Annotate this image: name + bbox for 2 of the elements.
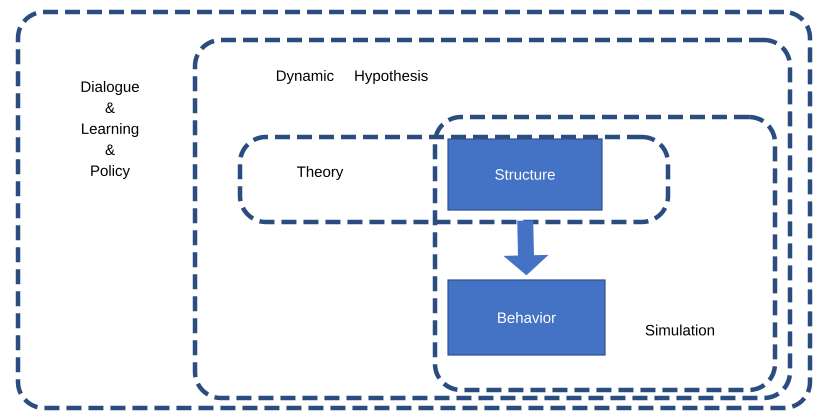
process-box: Behavior [447, 279, 606, 356]
process-box: Structure [447, 138, 603, 211]
